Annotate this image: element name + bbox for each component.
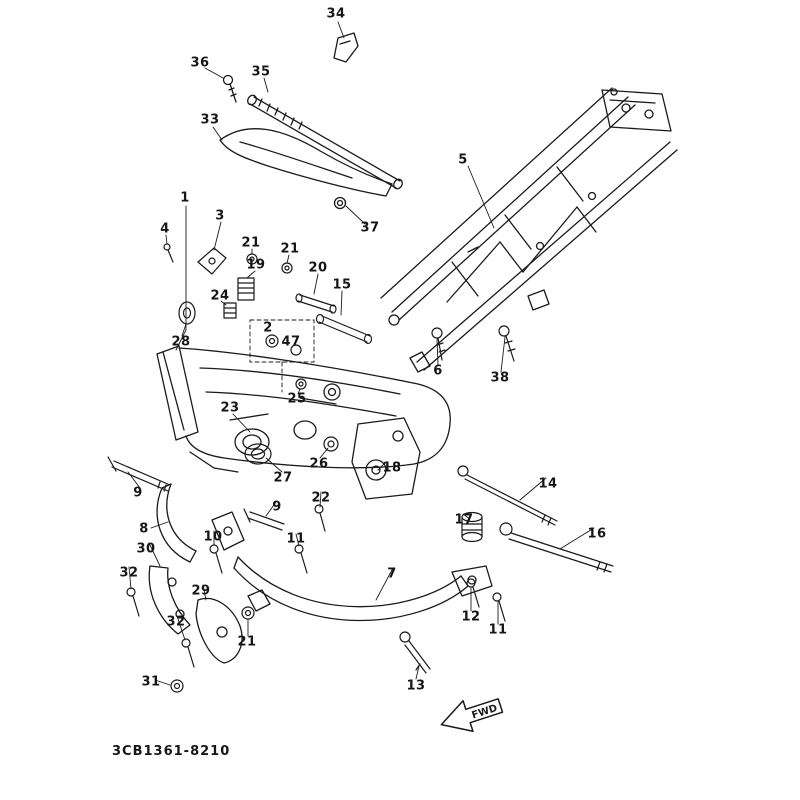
footrest-bars-drawing xyxy=(148,483,493,664)
part-callout-28: 28 xyxy=(171,334,191,350)
part-callout-1: 1 xyxy=(180,190,190,206)
part-callout-20: 20 xyxy=(308,260,328,276)
part-callout-24: 24 xyxy=(210,288,230,304)
part-callout-5: 5 xyxy=(458,152,468,168)
part-callout-13: 13 xyxy=(406,678,426,694)
part-callout-2: 2 xyxy=(263,320,273,336)
part-callout-36: 36 xyxy=(190,55,210,71)
part-callout-29: 29 xyxy=(191,583,211,599)
part-callout-15: 15 xyxy=(332,277,352,293)
part-callout-35: 35 xyxy=(251,64,271,80)
part-callout-17: 17 xyxy=(454,512,474,528)
part-callout-30: 30 xyxy=(136,541,156,557)
part-callout-23: 23 xyxy=(220,400,240,416)
part-callout-32b: 32 xyxy=(166,614,186,630)
part-callout-3: 3 xyxy=(215,208,225,224)
part-callout-14: 14 xyxy=(538,476,558,492)
part-callout-25: 25 xyxy=(287,391,307,407)
part-callout-21c: 21 xyxy=(237,634,257,650)
part-callout-9b: 9 xyxy=(272,499,282,515)
part-callout-7: 7 xyxy=(387,566,397,582)
part-callout-8: 8 xyxy=(139,521,149,537)
part-callout-19: 19 xyxy=(246,257,266,273)
part-callout-38: 38 xyxy=(490,370,510,386)
part-callout-6: 6 xyxy=(433,363,443,379)
part-callout-31: 31 xyxy=(141,674,161,690)
part-callout-27: 27 xyxy=(273,470,293,486)
main-frame-drawing xyxy=(156,345,451,500)
part-callout-47: 47 xyxy=(281,334,301,350)
part-callout-11b: 11 xyxy=(488,622,508,638)
leader-lines xyxy=(127,21,595,686)
part-callout-18: 18 xyxy=(382,460,402,476)
part-callout-26: 26 xyxy=(309,456,329,472)
part-callout-4: 4 xyxy=(160,221,170,237)
part-callout-10: 10 xyxy=(203,529,223,545)
part-callout-34: 34 xyxy=(326,6,346,22)
part-callout-12: 12 xyxy=(461,609,481,625)
part-callout-22: 22 xyxy=(311,490,331,506)
part-callout-37: 37 xyxy=(360,220,380,236)
part-callout-16: 16 xyxy=(587,526,607,542)
part-callout-33: 33 xyxy=(200,112,220,128)
part-callout-11a: 11 xyxy=(286,531,306,547)
catalog-part-code: 3CB1361-8210 xyxy=(112,744,231,759)
part-callout-9a: 9 xyxy=(133,485,143,501)
fwd-arrow: FWD xyxy=(440,698,504,732)
seat-bar-and-plate-drawing xyxy=(219,32,403,210)
small-parts-drawing xyxy=(107,243,614,693)
part-callout-21b: 21 xyxy=(280,241,300,257)
part-callout-21a: 21 xyxy=(241,235,261,251)
part-callout-32a: 32 xyxy=(119,565,139,581)
rear-subframe-drawing xyxy=(380,87,678,373)
